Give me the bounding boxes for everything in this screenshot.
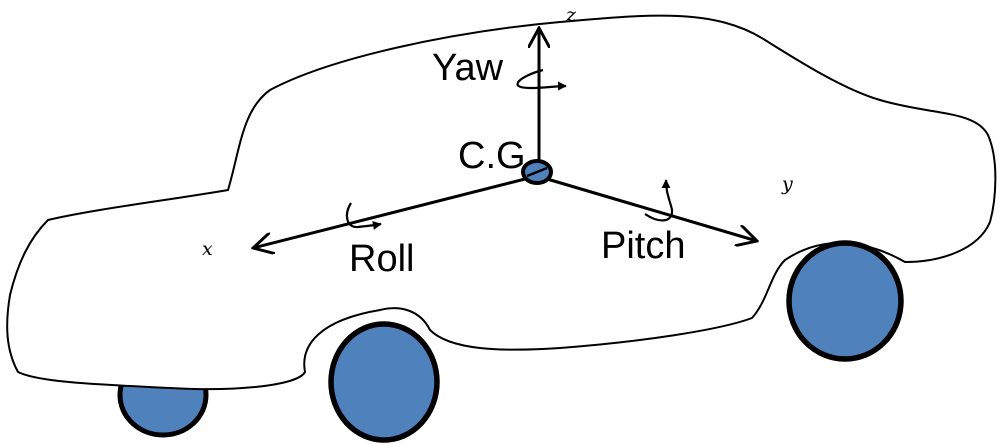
pitch-label: Pitch — [601, 225, 686, 267]
y-axis-arrow — [536, 174, 757, 241]
y-axis-label: y — [782, 173, 793, 195]
front-right-wheel — [786, 240, 904, 362]
yaw-rotation-arrow — [516, 68, 567, 91]
roll-label: Roll — [349, 238, 415, 280]
z-axis-label: z — [566, 4, 577, 26]
yaw-label: Yaw — [432, 47, 504, 89]
roll-rotation-arrow — [345, 202, 382, 230]
cg-marker-stroke — [526, 166, 548, 178]
x-axis-arrow — [253, 174, 538, 248]
front-left-wheel — [328, 321, 440, 443]
x-axis-label: x — [202, 238, 213, 260]
pitch-rotation-arrow — [644, 179, 674, 222]
cg-label: C.G — [458, 135, 526, 177]
